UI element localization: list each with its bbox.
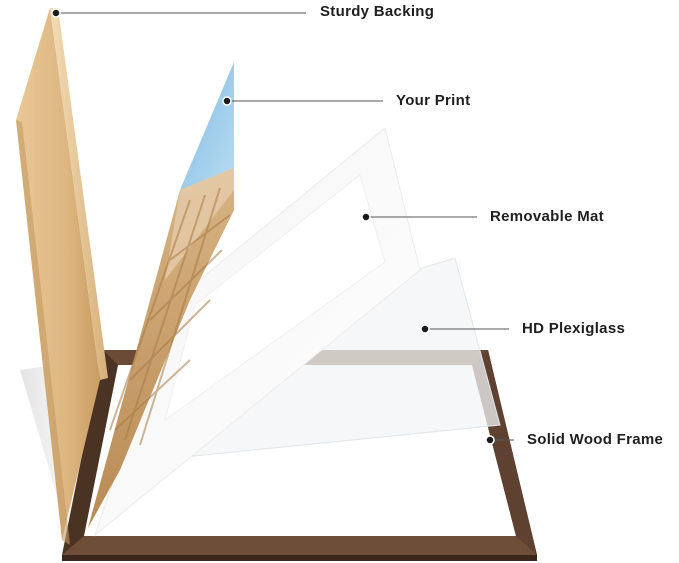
label-solid-wood-frame: Solid Wood Frame: [527, 431, 664, 448]
label-sturdy-backing: Sturdy Backing: [320, 3, 435, 20]
callout-dot-plexiglass: [420, 324, 430, 334]
print-sheet: [88, 62, 234, 528]
backing-board: [16, 8, 108, 545]
callout-dot-mat: [361, 212, 371, 222]
callout-dot-frame: [485, 435, 495, 445]
removable-mat: [93, 127, 421, 537]
label-removable-mat: Removable Mat: [490, 208, 604, 225]
callout-dot-print: [222, 96, 232, 106]
callout-dot-backing: [51, 8, 61, 18]
label-hd-plexiglass: HD Plexiglass: [522, 320, 626, 337]
label-your-print: Your Print: [396, 92, 471, 109]
